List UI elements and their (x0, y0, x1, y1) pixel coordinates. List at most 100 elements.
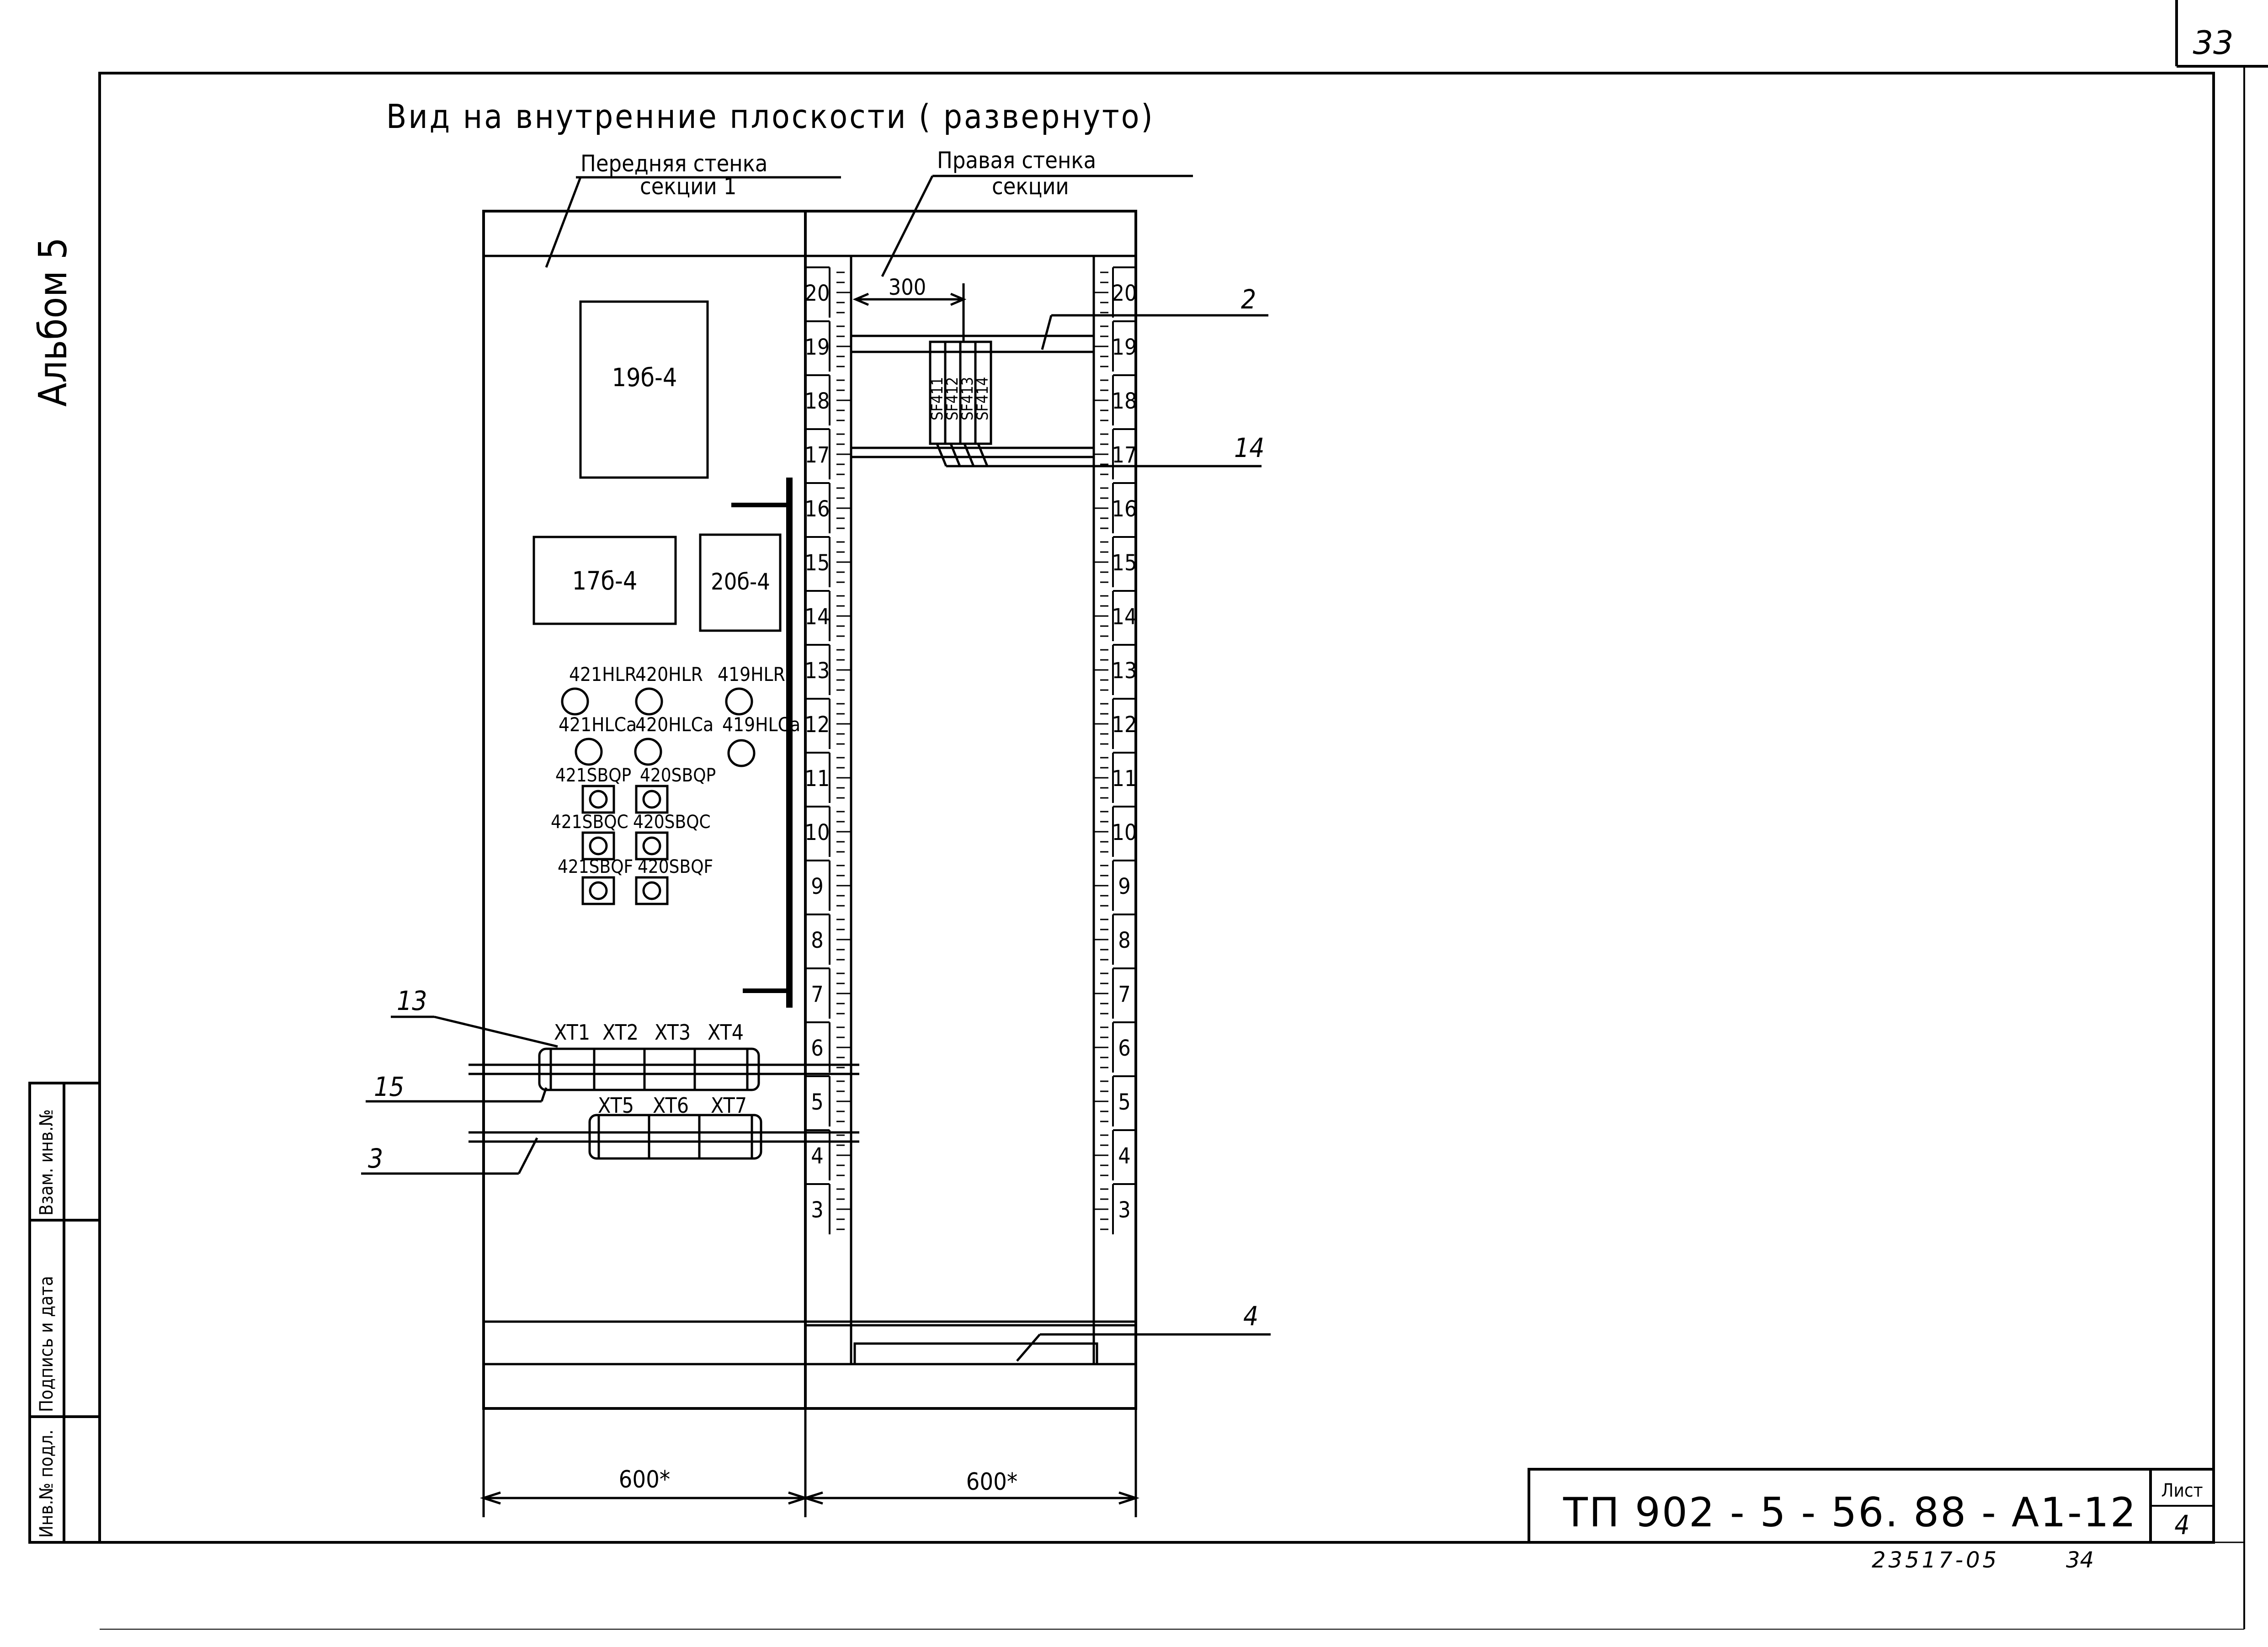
scale-label: 18 (805, 388, 830, 414)
scale-label: 8 (1118, 928, 1130, 953)
block-19b-4-label: 19б-4 (612, 363, 677, 392)
lamp-label: 419HLCa (722, 713, 800, 736)
terminal-label: XT2 (602, 1020, 639, 1045)
scale-label: 5 (811, 1089, 823, 1115)
breaker-label: SF412 (943, 377, 962, 420)
button-420sbqc (635, 831, 669, 861)
sheet-number: 4 (2174, 1509, 2189, 1541)
lamp-circle (725, 687, 753, 716)
scale-label: 6 (1118, 1036, 1130, 1061)
scale-label: 7 (811, 982, 823, 1007)
sheet-label: Лист (2161, 1480, 2203, 1501)
scale-label: 10 (1112, 820, 1137, 845)
right-wall-label: Правая стенка (937, 147, 1096, 174)
scale-label: 14 (1112, 604, 1137, 630)
block-19b-4 (579, 300, 709, 479)
scale-label: 6 (811, 1036, 823, 1061)
breaker-label: SF413 (958, 377, 977, 420)
scale-label: 4 (811, 1143, 823, 1169)
scale-label: 8 (811, 928, 823, 953)
scale-label: 15 (805, 550, 830, 576)
block-17b-4-label: 17б-4 (572, 566, 638, 595)
lamp-circle (561, 687, 589, 716)
breaker-label: SF411 (928, 377, 947, 420)
button-420sbqf (635, 876, 669, 905)
scale-label: 13 (1112, 658, 1137, 684)
drawing-title: Вид на внутренние плоскости ( развернуто… (386, 97, 1155, 136)
terminal-label: XT4 (708, 1020, 744, 1045)
callout-4: 4 (1243, 1301, 1258, 1332)
scale-label: 9 (1118, 874, 1130, 899)
terminal-label: XT6 (653, 1093, 689, 1118)
button-label: 421SBQC (551, 812, 628, 833)
callout-14: 14 (1234, 432, 1264, 463)
button-label: 421SBQP (555, 765, 631, 786)
scale-label: 3 (811, 1197, 823, 1223)
front-wall-label: Передняя стенка (580, 150, 767, 177)
lamp-label: 421HLR (569, 663, 637, 685)
dimension-right: 600* (966, 1468, 1018, 1496)
archive-page: 34 (2066, 1547, 2094, 1573)
page-number: 33 (2193, 24, 2233, 62)
scale-label: 9 (811, 874, 823, 899)
breaker-label: SF414 (974, 377, 992, 420)
scale-label: 13 (805, 658, 830, 684)
stamp-field-inv: Инв.№ подл. (36, 1429, 57, 1538)
lamp-label: 421HLCa (559, 713, 637, 736)
block-20b-4 (699, 533, 782, 632)
lamp-circle (634, 738, 662, 766)
scale-label: 11 (805, 766, 830, 792)
button-421sbqf (581, 876, 615, 905)
dimension-300: 300 (889, 275, 926, 300)
scale-label: 11 (1112, 766, 1137, 792)
terminal-label: XT7 (711, 1093, 747, 1118)
scale-label: 20 (1112, 281, 1137, 306)
scale-label: 15 (1112, 550, 1137, 576)
dimension-left: 600* (619, 1466, 671, 1493)
scale-label: 4 (1118, 1143, 1130, 1169)
stamp-field-signature: Подпись и дата (36, 1276, 57, 1412)
callout-15: 15 (374, 1071, 404, 1102)
drawing-frame (98, 72, 2215, 1544)
button-label: 421SBQF (558, 856, 633, 877)
scale-label: 16 (1112, 496, 1137, 522)
callout-3: 3 (368, 1143, 383, 1174)
lamp-label: 420HLR (635, 663, 703, 685)
right-wall-section: секции (992, 173, 1069, 200)
terminal-label: XT3 (655, 1020, 691, 1045)
button-420sbqp (635, 785, 669, 814)
scale-label: 19 (805, 335, 830, 360)
document-code: ТП 902 - 5 - 56. 88 - А1-12 (1563, 1489, 2137, 1536)
scale-label: 14 (805, 604, 830, 630)
scale-label: 20 (805, 281, 830, 306)
album-label: Альбом 5 (31, 237, 76, 407)
button-421sbqp (581, 785, 615, 814)
button-label: 420SBQC (633, 812, 711, 833)
scale-label: 16 (805, 496, 830, 522)
callout-2: 2 (1241, 284, 1256, 315)
scale-label: 5 (1118, 1089, 1130, 1115)
lamp-circle (635, 687, 663, 716)
terminal-strip-top (538, 1047, 760, 1091)
scale-label: 19 (1112, 335, 1137, 360)
stamp-field-replace: Взам. инв.№ (36, 1109, 57, 1216)
scale-label: 7 (1118, 982, 1130, 1007)
scale-label: 12 (805, 712, 830, 738)
block-17b-4 (532, 536, 677, 625)
archive-number: 23517-05 (1872, 1547, 1999, 1573)
button-label: 420SBQF (638, 856, 713, 877)
scale-label: 12 (1112, 712, 1137, 738)
block-20b-4-label: 20б-4 (711, 568, 770, 595)
terminal-strip-bottom (588, 1114, 762, 1160)
lamp-circle (727, 739, 756, 767)
cabinet-outline (482, 210, 1137, 1410)
lamp-label: 419HLR (718, 663, 785, 685)
button-421sbqc (581, 831, 615, 861)
callout-13: 13 (397, 985, 427, 1016)
scale-label: 17 (805, 442, 830, 468)
terminal-label: XT5 (598, 1093, 634, 1118)
terminal-label: XT1 (554, 1020, 590, 1045)
